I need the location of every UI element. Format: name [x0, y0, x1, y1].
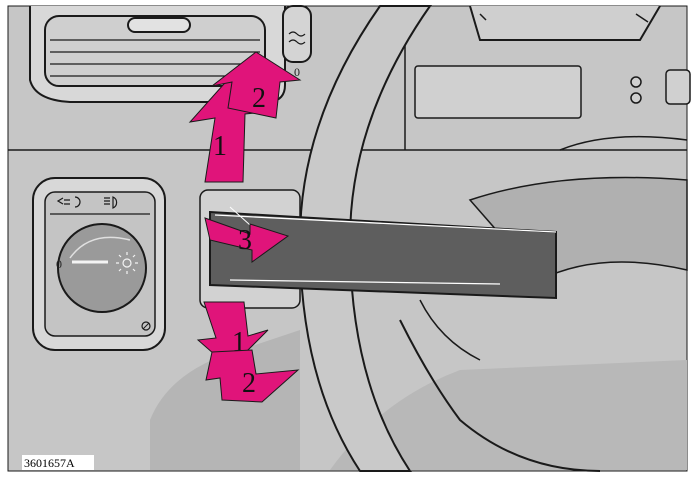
- arrow-up-2-label: 2: [252, 83, 266, 114]
- switch-position-off-label: 0: [56, 257, 62, 271]
- arrow-up-1-label: 1: [213, 131, 227, 162]
- arrow-mid-3-label: 3: [238, 225, 252, 256]
- headlight-switch-panel: 0: [33, 178, 165, 350]
- figure-id: 3601657A: [24, 456, 75, 470]
- arrow-down-2-label: 2: [242, 368, 256, 399]
